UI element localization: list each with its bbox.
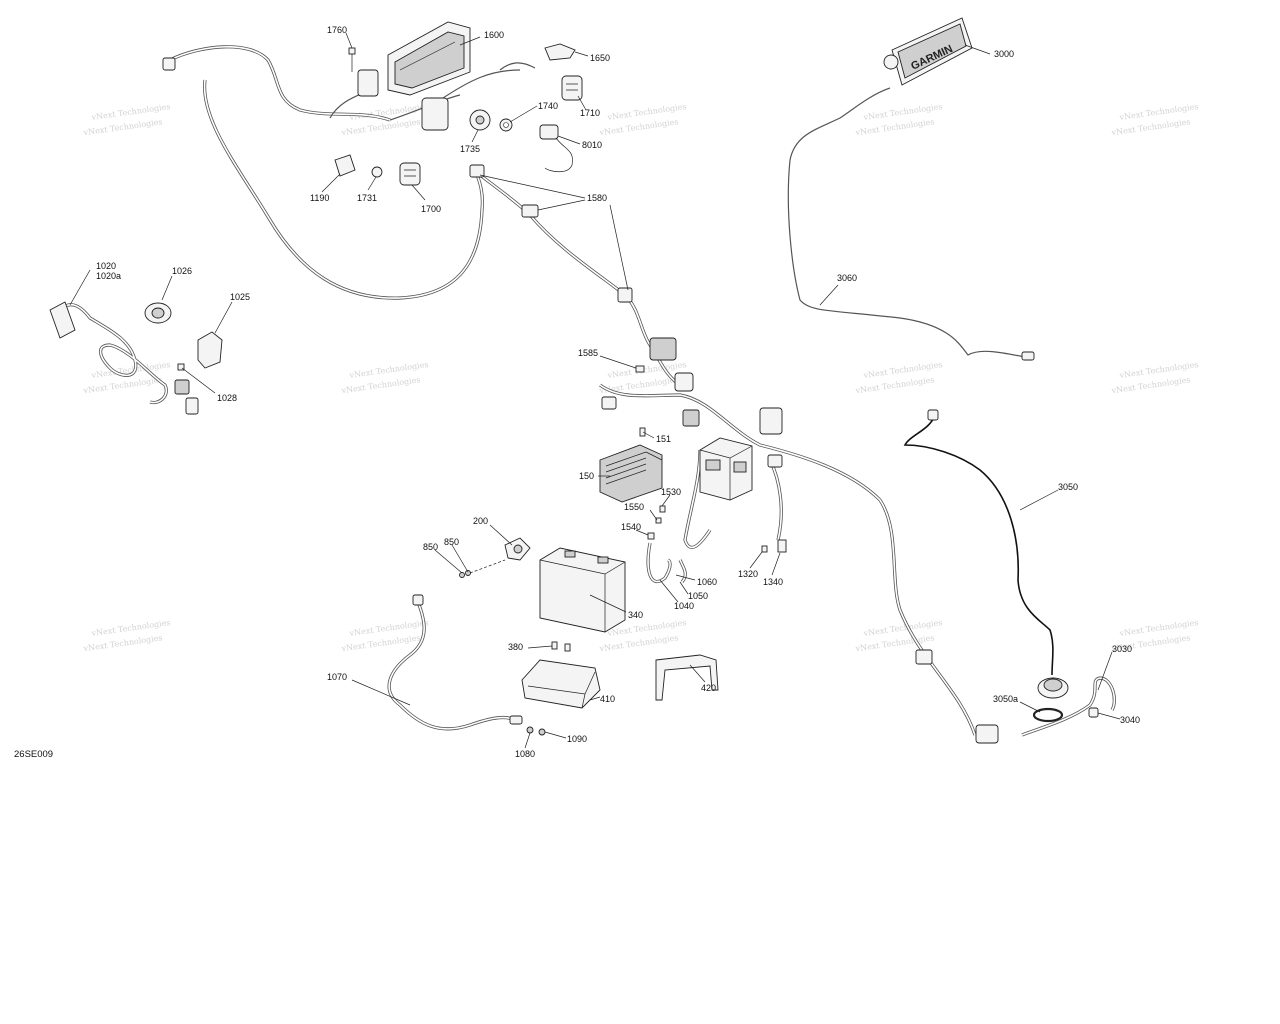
- part-1731: [371, 166, 383, 178]
- label-200: 200: [473, 516, 488, 526]
- part-8010: [539, 124, 573, 173]
- cable-3050: [903, 409, 1054, 676]
- label-1070: 1070: [327, 672, 347, 682]
- label-1025: 1025: [230, 292, 250, 302]
- watermark: vNext Technologies vNext Technologies: [598, 102, 687, 137]
- label-1190: 1190: [310, 193, 329, 203]
- label-151: 151: [656, 434, 671, 444]
- part-200-starter-solenoid: [504, 537, 531, 561]
- part-3000-gps-display: GARMIN: [883, 17, 973, 86]
- fuse-relay-box: [699, 437, 753, 501]
- watermark: vNext Technologies vNext Technologies: [82, 618, 171, 653]
- label-1735: 1735: [460, 144, 480, 154]
- label-1028: 1028: [217, 393, 237, 403]
- label-1760: 1760: [327, 25, 347, 35]
- label-380: 380: [508, 642, 523, 652]
- part-1190: [334, 154, 356, 177]
- watermark: vNext Technologies vNext Technologies: [854, 618, 943, 653]
- part-3050-socket: [1037, 677, 1069, 699]
- part-1740: [499, 118, 513, 132]
- harness-connectors: [162, 57, 999, 744]
- label-1550: 1550: [624, 502, 644, 512]
- label-3050a: 3050a: [993, 694, 1018, 704]
- part-1710: [561, 75, 583, 101]
- label-1731: 1731: [357, 193, 377, 203]
- label-3060: 3060: [837, 273, 857, 283]
- watermark: vNext Technologies vNext Technologies: [340, 360, 429, 395]
- part-410-battery-tray: [521, 659, 601, 709]
- part-340-battery: [539, 547, 626, 633]
- label-3000: 3000: [994, 49, 1014, 59]
- label-1710: 1710: [580, 108, 600, 118]
- part-1700: [399, 162, 421, 186]
- part-3030-cable: [1021, 676, 1116, 737]
- label-8010: 8010: [582, 140, 602, 150]
- label-1700: 1700: [421, 204, 441, 214]
- part-1540: [647, 532, 655, 540]
- part-1550: [655, 517, 662, 524]
- label-850-right: 850: [444, 537, 459, 547]
- watermark: vNext Technologies vNext Technologies: [82, 102, 171, 137]
- label-1650: 1650: [590, 53, 610, 63]
- part-3040: [1088, 707, 1099, 718]
- label-1530: 1530: [661, 487, 681, 497]
- label-1020: 1020: [96, 261, 116, 271]
- label-850-left: 850: [423, 542, 438, 552]
- label-1580: 1580: [587, 193, 607, 203]
- label-420: 420: [701, 683, 716, 693]
- label-1060: 1060: [697, 577, 717, 587]
- watermark: vNext Technologies vNext Technologies: [854, 102, 943, 137]
- watermark: vNext Technologies vNext Technologies: [1110, 102, 1199, 137]
- left-harness-1020: [49, 301, 199, 415]
- part-150-voltage-regulator: [599, 444, 663, 503]
- part-380-screws: [551, 641, 571, 652]
- label-1026: 1026: [172, 266, 192, 276]
- label-1050: 1050: [688, 591, 708, 601]
- label-410: 410: [600, 694, 615, 704]
- cable-3060: [787, 87, 1035, 361]
- part-1650: [544, 43, 576, 61]
- connector-block: [357, 69, 379, 97]
- label-1740: 1740: [538, 101, 558, 111]
- part-420-battery-strap: [655, 654, 719, 701]
- cable-1040: [646, 542, 672, 584]
- part-1530: [659, 505, 666, 513]
- part-1585: [635, 365, 645, 373]
- leader-lines: [69, 32, 1121, 749]
- part-1340: [777, 539, 787, 553]
- part-1026-socket: [144, 302, 172, 324]
- part-1320: [761, 545, 768, 553]
- part-1760: [348, 47, 356, 72]
- label-3030: 3030: [1112, 644, 1132, 654]
- label-150: 150: [579, 471, 594, 481]
- label-340: 340: [628, 610, 643, 620]
- label-1040: 1040: [674, 601, 694, 611]
- part-850-nuts: [459, 559, 506, 578]
- label-1020a: 1020a: [96, 271, 121, 281]
- label-1340: 1340: [763, 577, 783, 587]
- label-1090: 1090: [567, 734, 587, 744]
- part-1735: [469, 109, 491, 131]
- part-151: [639, 427, 646, 437]
- part-labels: 1760 1600 1650 1740 1710 1735 8010 1190 …: [96, 25, 1140, 759]
- watermark: vNext Technologies vNext Technologies: [1110, 360, 1199, 395]
- watermark: vNext Technologies vNext Technologies: [854, 360, 943, 395]
- part-3050a-ring: [1032, 707, 1064, 723]
- label-1320: 1320: [738, 569, 758, 579]
- diagram-id: 26SE009: [14, 749, 53, 760]
- cable-1050: [678, 559, 687, 584]
- watermark: vNext Technologies vNext Technologies: [82, 360, 171, 395]
- label-3050: 3050: [1058, 482, 1078, 492]
- label-1585: 1585: [578, 348, 598, 358]
- label-1540: 1540: [621, 522, 641, 532]
- label-3040: 3040: [1120, 715, 1140, 725]
- main-wiring-harness: [169, 45, 977, 736]
- part-1600-instrument-cluster: [387, 21, 471, 96]
- label-1600: 1600: [484, 30, 504, 40]
- cable-1070: [387, 594, 523, 731]
- part-1025-cover: [197, 331, 223, 369]
- label-1080: 1080: [515, 749, 535, 759]
- part-1028: [177, 363, 185, 371]
